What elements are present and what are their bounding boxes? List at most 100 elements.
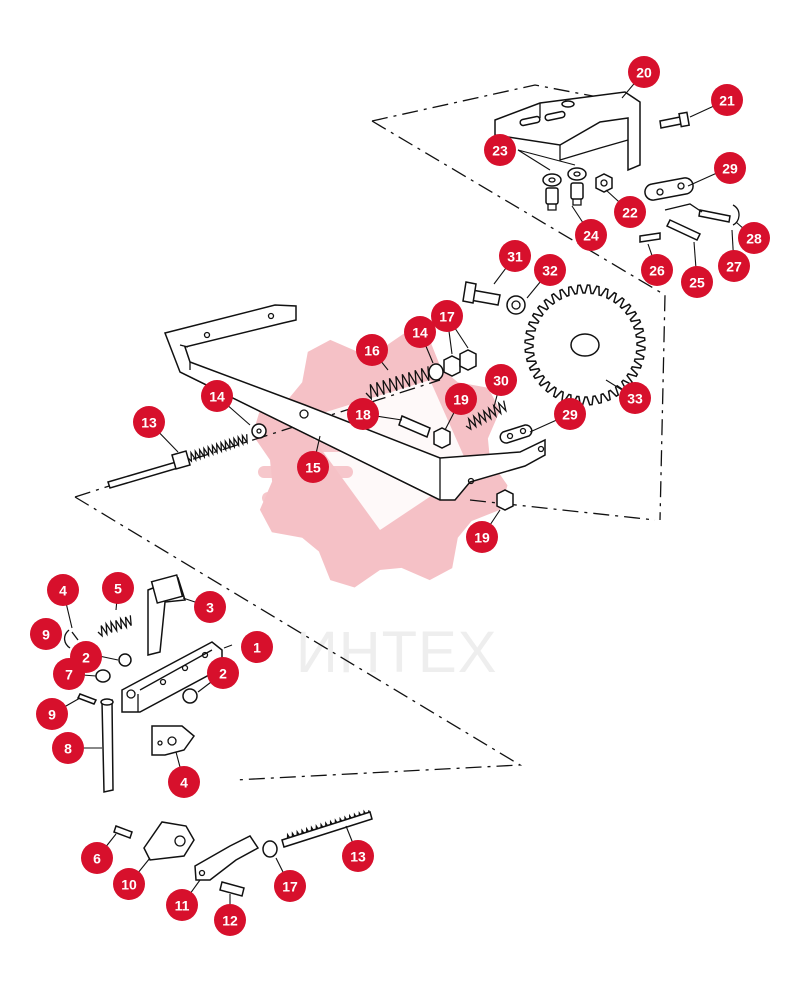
callout-c19b: 19 [466, 521, 498, 553]
callout-circle [485, 364, 517, 396]
callout-c27: 27 [718, 250, 750, 282]
callout-number: 13 [141, 415, 157, 431]
callout-number: 10 [121, 877, 137, 893]
callout-circle [102, 572, 134, 604]
callout-number: 9 [42, 627, 50, 643]
callout-number: 2 [219, 666, 227, 682]
callout-number: 7 [65, 667, 73, 683]
callout-c17a: 17 [431, 300, 463, 332]
callout-c26: 26 [641, 254, 673, 286]
callout-circle [214, 904, 246, 936]
callout-c14a: 14 [404, 316, 436, 348]
callout-circle [356, 334, 388, 366]
callout-c11: 11 [166, 889, 198, 921]
callout-number: 22 [622, 205, 638, 221]
callout-c22: 22 [614, 196, 646, 228]
callout-circle [714, 152, 746, 184]
callout-number: 9 [48, 707, 56, 723]
callout-circle [445, 383, 477, 415]
callout-circle [81, 842, 113, 874]
callout-number: 3 [206, 600, 214, 616]
callout-number: 19 [474, 530, 490, 546]
callout-number: 16 [364, 343, 380, 359]
callout-circle [47, 574, 79, 606]
callout-number: 28 [746, 231, 762, 247]
callout-c2b: 2 [207, 657, 239, 689]
callout-circle [681, 266, 713, 298]
callout-number: 33 [627, 391, 643, 407]
callout-circle [466, 521, 498, 553]
callout-circle [628, 56, 660, 88]
callout-number: 4 [59, 583, 67, 599]
callout-circle [36, 698, 68, 730]
callout-c15: 15 [297, 451, 329, 483]
callout-circle [499, 240, 531, 272]
callout-circle [113, 868, 145, 900]
callout-number: 15 [305, 460, 321, 476]
callout-c31: 31 [499, 240, 531, 272]
callout-number: 6 [93, 851, 101, 867]
callout-number: 11 [175, 898, 190, 914]
callout-c24: 24 [575, 219, 607, 251]
callout-circle [207, 657, 239, 689]
callout-c28: 28 [738, 222, 770, 254]
callout-c29b: 29 [554, 398, 586, 430]
callout-c29a: 29 [714, 152, 746, 184]
callout-circle [554, 398, 586, 430]
callout-number: 4 [180, 775, 188, 791]
callout-c20: 20 [628, 56, 660, 88]
callout-circle [166, 889, 198, 921]
callout-number: 19 [453, 392, 469, 408]
callout-circle [274, 870, 306, 902]
callout-number: 17 [439, 309, 455, 325]
callout-c32: 32 [534, 254, 566, 286]
callout-circle [619, 382, 651, 414]
callout-circle [133, 406, 165, 438]
callout-c33: 33 [619, 382, 651, 414]
callout-c1: 1 [241, 631, 273, 663]
callout-number: 14 [209, 389, 225, 405]
callout-c21: 21 [711, 84, 743, 116]
callout-c10: 10 [113, 868, 145, 900]
callout-c25: 25 [681, 266, 713, 298]
callout-number: 27 [726, 259, 742, 275]
callout-number: 1 [253, 640, 261, 656]
callout-number: 23 [492, 143, 508, 159]
callout-c13a: 13 [133, 406, 165, 438]
callout-circle [711, 84, 743, 116]
callout-c7: 7 [53, 658, 85, 690]
callout-circle [431, 300, 463, 332]
callout-circle [241, 631, 273, 663]
callout-c8: 8 [52, 732, 84, 764]
callout-number: 21 [719, 93, 735, 109]
callout-c13b: 13 [342, 840, 374, 872]
callout-number: 2 [82, 650, 90, 666]
callout-number: 20 [636, 65, 652, 81]
callout-c19a: 19 [445, 383, 477, 415]
callout-number: 8 [64, 741, 72, 757]
callout-c14b: 14 [201, 380, 233, 412]
callout-circle [347, 398, 379, 430]
callout-c12: 12 [214, 904, 246, 936]
callout-c5: 5 [102, 572, 134, 604]
callout-c18: 18 [347, 398, 379, 430]
sprocket-assembly [365, 281, 646, 449]
callout-number: 32 [542, 263, 558, 279]
callout-c4a: 4 [47, 574, 79, 606]
callout-circle [297, 451, 329, 483]
callout-number: 29 [722, 161, 738, 177]
callout-c17b: 17 [274, 870, 306, 902]
callout-circle [342, 840, 374, 872]
callout-circle [534, 254, 566, 286]
callout-circle [194, 591, 226, 623]
callout-c3: 3 [194, 591, 226, 623]
callout-c23: 23 [484, 134, 516, 166]
callout-circle [53, 658, 85, 690]
callout-number: 12 [222, 913, 238, 929]
callout-circle [718, 250, 750, 282]
callout-number: 14 [412, 325, 428, 341]
callout-circle [575, 219, 607, 251]
callout-c6: 6 [81, 842, 113, 874]
callout-c16: 16 [356, 334, 388, 366]
